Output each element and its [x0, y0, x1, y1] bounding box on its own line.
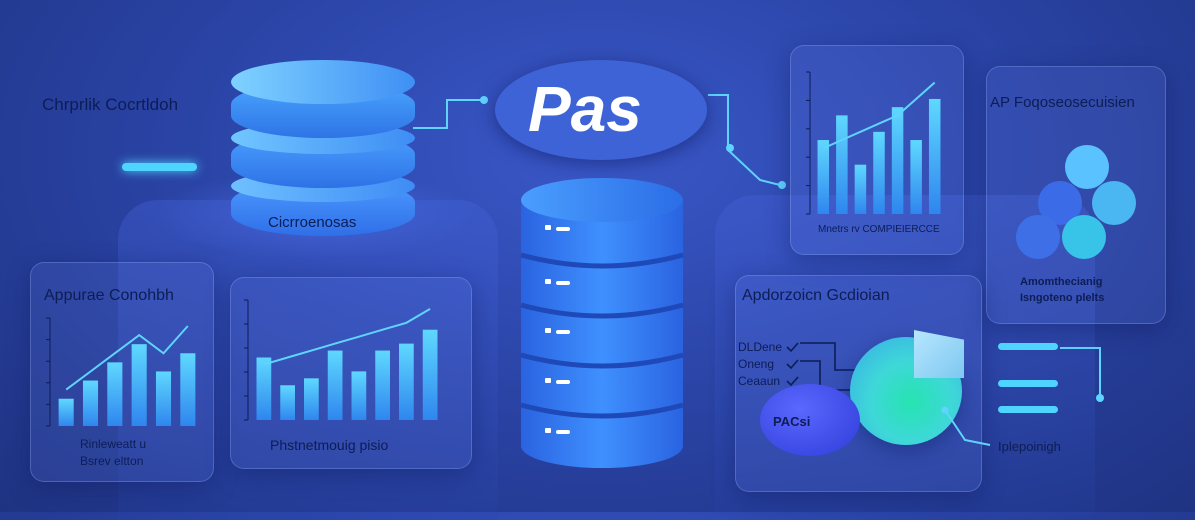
app-chart-bar [107, 362, 123, 426]
center-pill[interactable] [495, 60, 707, 160]
top-chart-bar [928, 98, 941, 214]
database-left-label: Cicrroenosas [268, 214, 357, 231]
checklist-item-2: Oneng [738, 357, 775, 371]
top-chart-bar [836, 115, 848, 214]
middle-chart-bar [256, 357, 272, 420]
card-app-caption-2: Bsrev eltton [80, 454, 144, 468]
card-top-chart-caption: Mnetrs rv COMPIEIERCCE [818, 224, 940, 235]
top-chart-bar [891, 107, 904, 214]
top-left-title: Chrprlik Cocrtldoh [42, 95, 179, 114]
server-stack [521, 178, 683, 478]
card-applications-footer: Iplepoinigh [998, 439, 1061, 454]
middle-chart-line [263, 308, 431, 366]
app-chart-bar [131, 344, 147, 426]
card-middle-caption: Phstnetmouig pisio [270, 437, 389, 453]
top-chart-bar [873, 131, 885, 214]
middle-chart-bar [304, 378, 319, 420]
top-chart-bar [910, 140, 922, 214]
card-ap-caption-1: Amomthecianig [1020, 276, 1103, 288]
card-app-title: Appurae Conohbh [44, 287, 174, 304]
card-ap-title: AP Foqoseosecuisien [990, 94, 1135, 111]
middle-chart-bar [327, 350, 343, 420]
card-applications-title: Apdorzoicn Gcdioian [742, 287, 890, 304]
card-app-caption-1: Rinleweatt u [80, 437, 147, 451]
top-chart-bar [854, 164, 867, 214]
database-left [231, 60, 415, 240]
middle-chart-bar [375, 350, 390, 420]
app-chart-bar [180, 353, 196, 426]
checklist-item-1: DLDene [738, 340, 783, 354]
top-chart-line [822, 81, 936, 150]
middle-chart-bar [351, 371, 367, 420]
checklist-item-3: Ceaaun [738, 374, 781, 388]
app-chart-bar [82, 380, 99, 426]
middle-chart-bar [422, 329, 438, 420]
middle-chart-bar [280, 385, 295, 420]
app-chart-bar [58, 398, 74, 426]
pill-disc[interactable] [760, 384, 860, 456]
card-ap-caption-2: Isngoteno plelts [1020, 292, 1105, 304]
app-chart-bar [155, 371, 172, 426]
middle-chart-bar [399, 343, 414, 420]
accent-dash [122, 163, 197, 171]
top-chart-bar [817, 140, 830, 214]
center-pill-text: Pas [528, 73, 642, 145]
cluster-icon [1010, 145, 1140, 260]
pill-disc-label: PACsi [773, 414, 811, 429]
app-chart-line [65, 325, 189, 391]
